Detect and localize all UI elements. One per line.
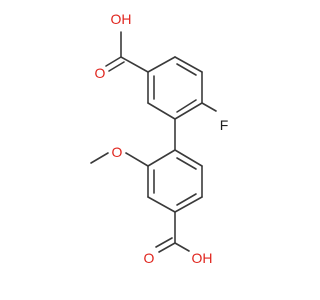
lower-carboxyl-group	[155, 211, 190, 253]
bond-methoxy-oxygen-to-methyl	[90, 152, 109, 164]
bond-lower-ring-1	[147, 149, 176, 167]
bond-lower-ring-double-3	[176, 157, 197, 170]
atom-label-o-top: O	[95, 65, 106, 81]
bond-carbon-to-hydroxyl-bottom	[174, 242, 190, 252]
upper-carboxyl-group	[105, 31, 149, 73]
bond-carbonyl-bottom-b	[155, 237, 173, 248]
upper-benzene-ring	[147, 56, 203, 120]
bond-ring-to-methoxy-oxygen	[125, 152, 149, 167]
bond-upper-ring-double-2	[176, 99, 197, 113]
atom-label-oh-top: OH	[111, 11, 132, 27]
bond-lower-ring-double-2	[176, 193, 197, 206]
bond-lower-ring-3	[147, 196, 176, 213]
bond-upper-ring-5	[147, 102, 176, 120]
atom-label-o-methoxy: O	[112, 144, 123, 160]
atom-label-fluorine: F	[220, 117, 229, 133]
bond-carbonyl-top-a	[105, 56, 122, 67]
molecule-structure-diagram: OH O F O O OH	[90, 11, 229, 266]
methoxy-group	[90, 152, 149, 167]
bond-upper-ring-2	[174, 56, 203, 73]
bond-upper-ring-1	[147, 56, 176, 73]
bond-lower-ring-4	[174, 196, 203, 213]
bond-carbonyl-top-b	[108, 61, 125, 72]
atom-label-o-bottom: O	[144, 250, 155, 266]
lower-benzene-ring	[147, 149, 203, 213]
structure-canvas: OH O F O O OH	[90, 11, 229, 266]
bond-ring-to-carboxyl-carbon-top	[120, 56, 149, 73]
bond-carbonyl-bottom-a	[158, 242, 176, 253]
bond-upper-ring-double-1	[176, 63, 197, 76]
bond-upper-ring-4	[174, 102, 203, 120]
bond-lower-ring-6	[174, 149, 203, 167]
bond-ring-to-fluorine	[201, 102, 217, 112]
atom-label-oh-bottom: OH	[192, 250, 213, 266]
